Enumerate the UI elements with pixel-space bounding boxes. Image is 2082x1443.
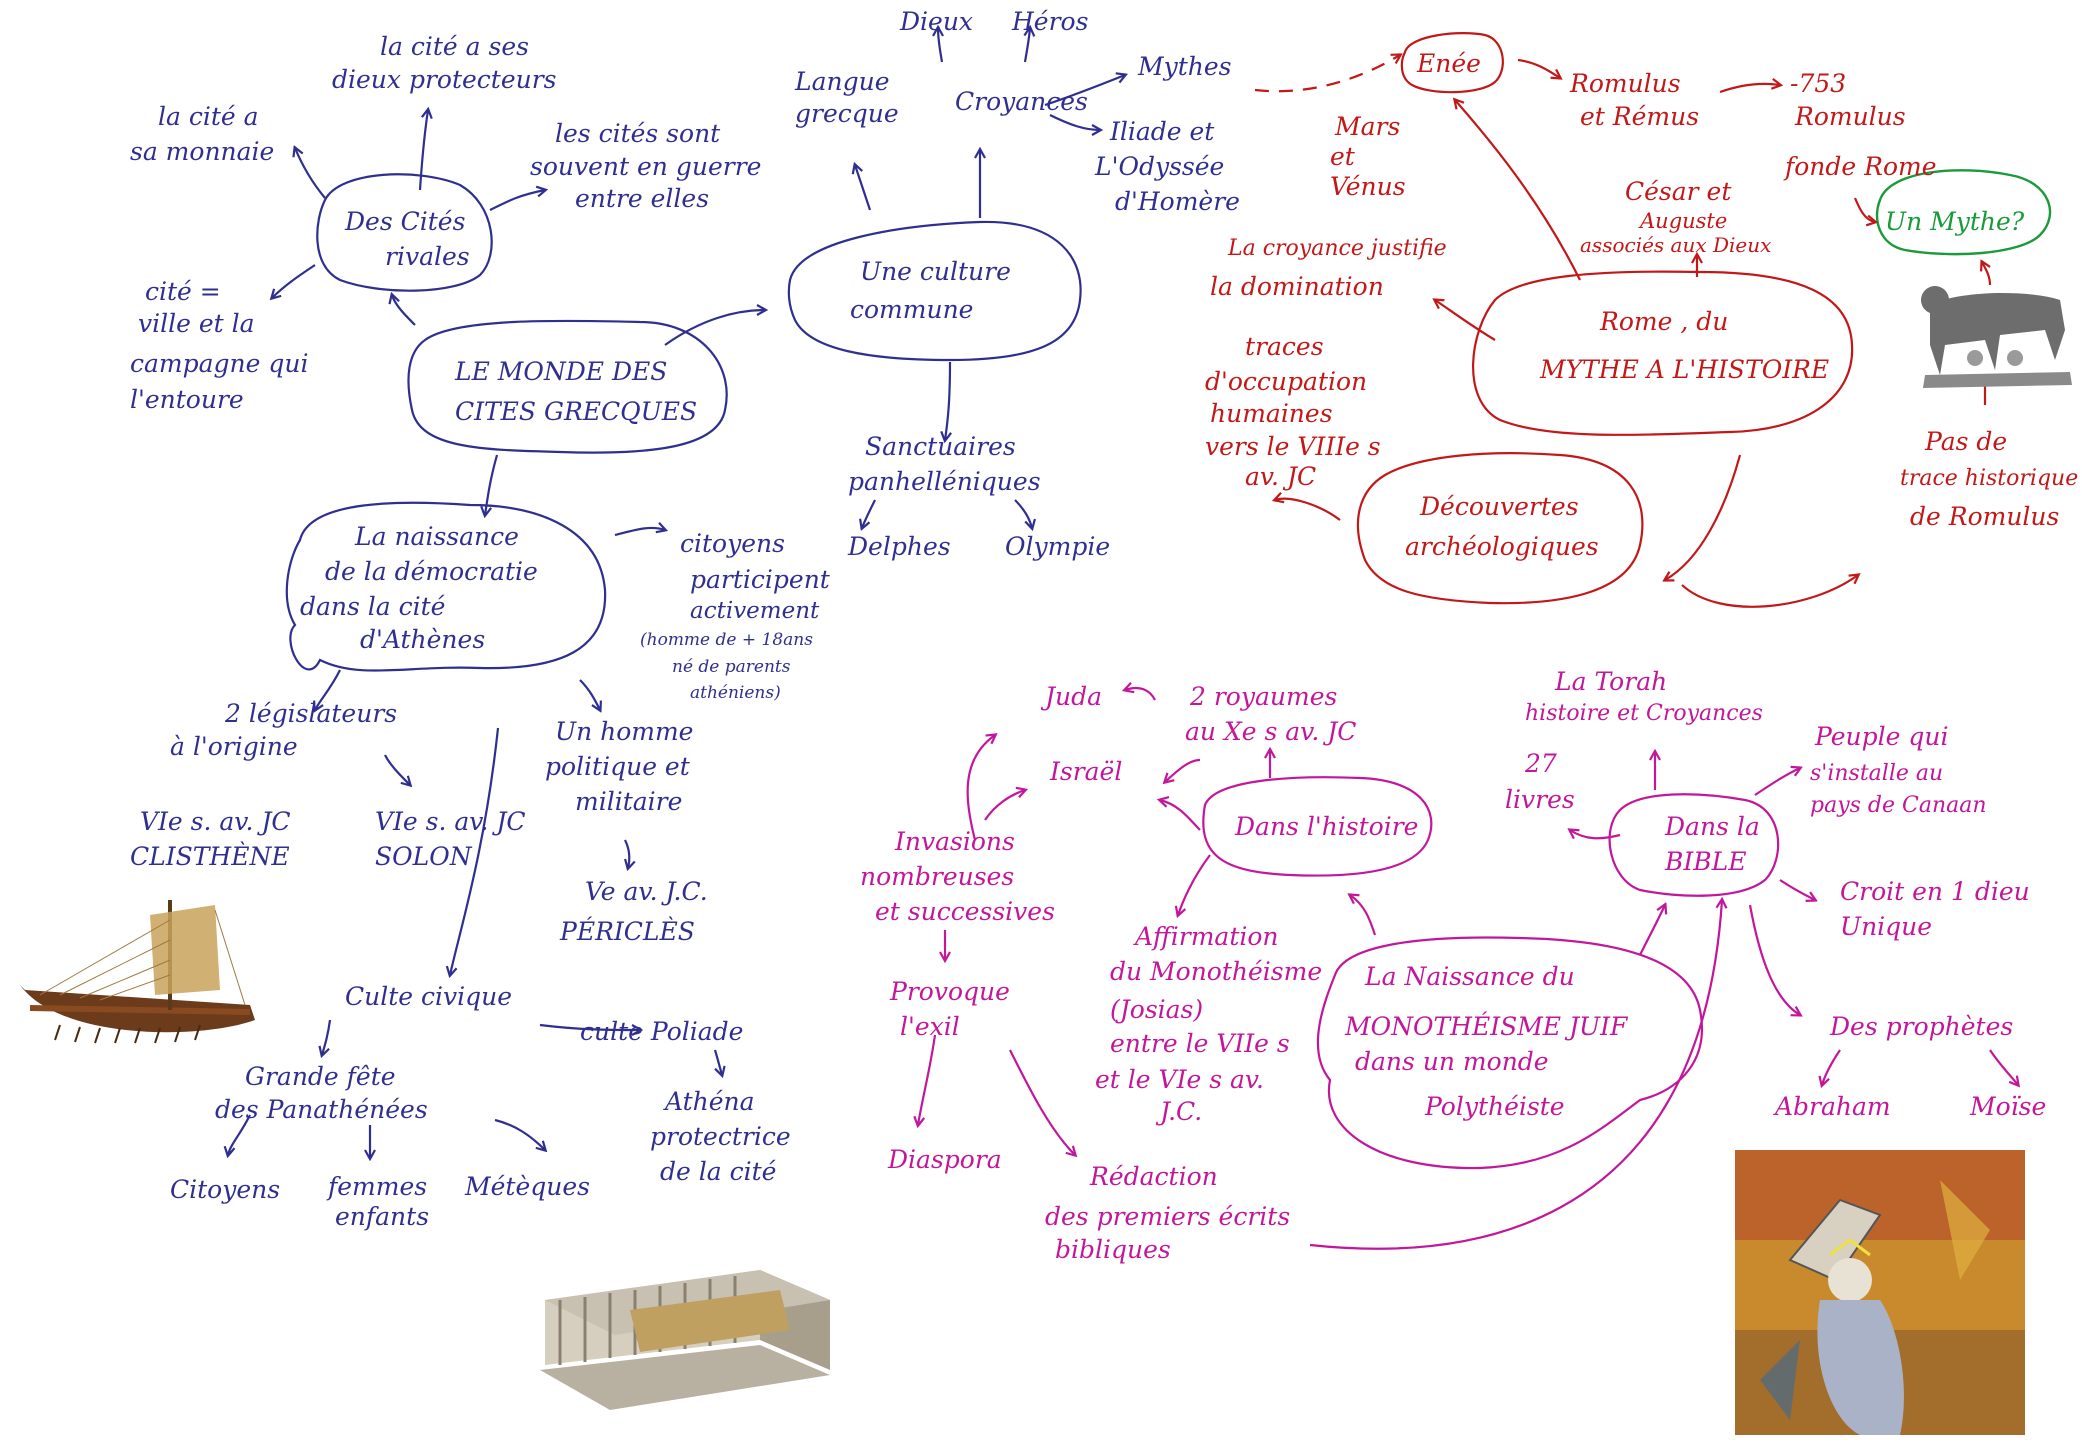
rome-center-bubble (1472, 270, 1854, 436)
date-label: -753 (1790, 69, 1846, 98)
heroes-label: Héros (1011, 7, 1088, 36)
culture-bubble (787, 220, 1082, 362)
moses-painting-image (1735, 1150, 2025, 1435)
democracy-bubble (285, 501, 607, 672)
history-bubble (1202, 776, 1433, 877)
myth-bubble (1875, 169, 2052, 256)
abraham-label: Abraham (1773, 1092, 1891, 1121)
diaspora-label: Diaspora (887, 1145, 1002, 1174)
israel-label: Israël (1049, 757, 1122, 786)
gods-dieux-label: Dieux (899, 7, 973, 36)
civic-cult-label: Culte civique (345, 982, 512, 1011)
pericles-label: Ve av. J.C.PÉRICLÈS (559, 877, 708, 946)
greek-center-bubble (407, 319, 728, 454)
moses-label: Moïse (1969, 1092, 2046, 1121)
beliefs-label: Croyances (955, 87, 1088, 116)
myths-label: Mythes (1137, 52, 1232, 81)
poliad-cult-label: culte Poliade (580, 1017, 743, 1046)
prophets-label: Des prophètes (1829, 1012, 2013, 1041)
archeo-bubble (1356, 452, 1644, 605)
enee-box (1400, 32, 1504, 94)
rivals-bubble (316, 173, 493, 292)
trireme-image (20, 900, 255, 1044)
bible-bubble (1608, 793, 1780, 897)
enee-label: Enée (1416, 49, 1481, 78)
delphi-label: Delphes (847, 532, 951, 561)
monotheism-bubble (1316, 936, 1703, 1170)
myth-question-label: Un Mythe? (1885, 207, 2025, 236)
olympia-label: Olympie (1005, 532, 1110, 561)
metics-label: Métèques (464, 1172, 590, 1201)
history-label: Dans l'histoire (1234, 812, 1418, 841)
juda-label: Juda (1040, 682, 1102, 711)
citizens-group-label: Citoyens (170, 1175, 280, 1204)
she-wolf-statue-image (1921, 286, 2072, 388)
parthenon-image (540, 1270, 830, 1410)
